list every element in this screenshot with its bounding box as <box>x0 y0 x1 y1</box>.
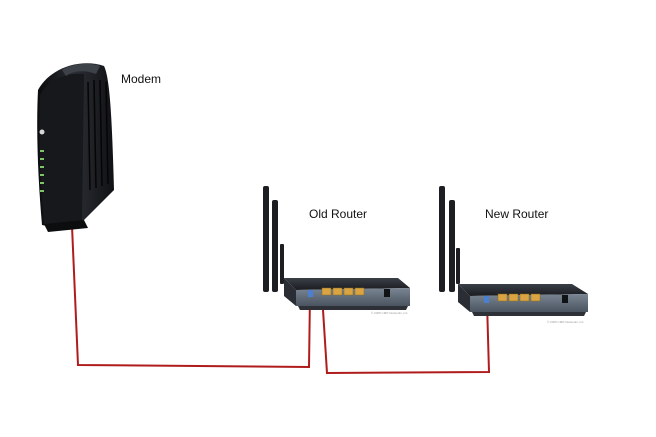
modem-label: Modem <box>121 72 161 86</box>
old-router-internet-port <box>308 290 313 297</box>
new-router-internet-port <box>484 296 489 303</box>
old-router-label: Old Router <box>309 207 367 221</box>
new-router-copyright: © 2005 CMD Networks, Inc. <box>547 320 584 324</box>
new-router-antennas <box>439 186 460 292</box>
new-router-power-jack <box>562 295 568 303</box>
old-router-copyright: © 2005 CMD Networks, Inc. <box>371 311 408 315</box>
old-router-device <box>263 186 410 310</box>
old-router-antennas <box>263 186 284 292</box>
modem-device <box>37 63 114 232</box>
old-router-power-jack <box>384 289 390 297</box>
new-router-label: New Router <box>485 207 548 221</box>
modem-logo-icon <box>40 130 45 135</box>
new-router-device <box>439 186 588 316</box>
